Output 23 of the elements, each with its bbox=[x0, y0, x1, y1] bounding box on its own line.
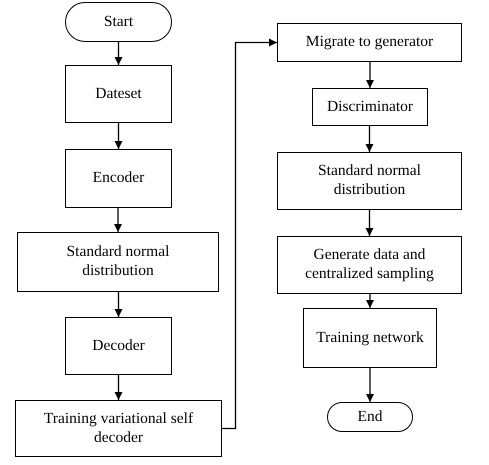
arrow bbox=[114, 208, 122, 232]
process-box: Standard normal distribution bbox=[17, 232, 219, 292]
arrow bbox=[114, 42, 122, 65]
terminal-node: Start bbox=[65, 2, 172, 42]
process-box: Generate data and centralized sampling bbox=[277, 236, 462, 294]
process-box: Training network bbox=[303, 308, 437, 368]
process-box: Encoder bbox=[65, 149, 172, 208]
terminal-node: End bbox=[327, 402, 413, 432]
arrow bbox=[114, 292, 122, 317]
process-box: Standard normal distribution bbox=[277, 152, 462, 210]
process-box: Training variational self decoder bbox=[15, 400, 222, 457]
arrow bbox=[366, 210, 374, 236]
process-box: Migrate to generator bbox=[277, 23, 462, 62]
arrow bbox=[114, 375, 122, 400]
process-box: Dateset bbox=[65, 65, 172, 123]
arrow bbox=[114, 123, 122, 149]
arrow bbox=[366, 62, 374, 88]
arrow bbox=[222, 38, 277, 430]
process-box: Discriminator bbox=[312, 88, 428, 126]
arrow bbox=[366, 126, 374, 152]
arrow bbox=[366, 368, 374, 402]
process-box: Decoder bbox=[65, 317, 172, 375]
arrow bbox=[366, 294, 374, 308]
